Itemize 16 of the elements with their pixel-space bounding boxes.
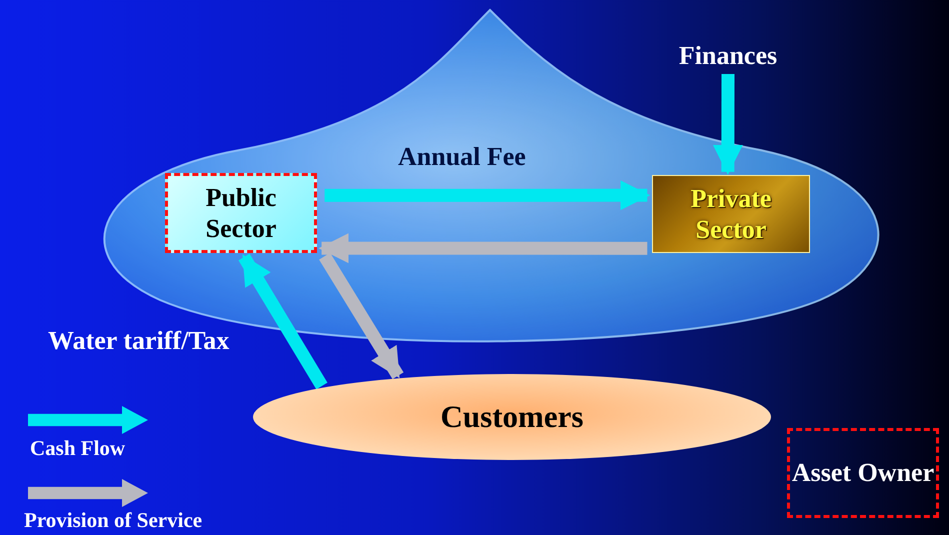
arrow	[318, 233, 648, 264]
process-box	[652, 175, 810, 253]
arrow	[238, 254, 328, 390]
edge-label: Water tariff/Tax	[48, 326, 230, 356]
node-label: Finances	[660, 38, 796, 74]
node-label: Public Sector	[204, 182, 278, 244]
arrow	[712, 74, 743, 175]
arrow	[324, 180, 650, 210]
edge-label: Annual Fee	[398, 142, 526, 172]
legend-label: Cash Flow	[30, 436, 126, 461]
node-label: Private Sector	[690, 182, 772, 246]
node-label: Customers	[440, 398, 584, 436]
process-box	[165, 173, 317, 253]
legend-label: Provision of Service	[24, 508, 202, 533]
legend-dashed-box: Asset Owner	[787, 428, 939, 518]
arrow	[319, 252, 404, 380]
